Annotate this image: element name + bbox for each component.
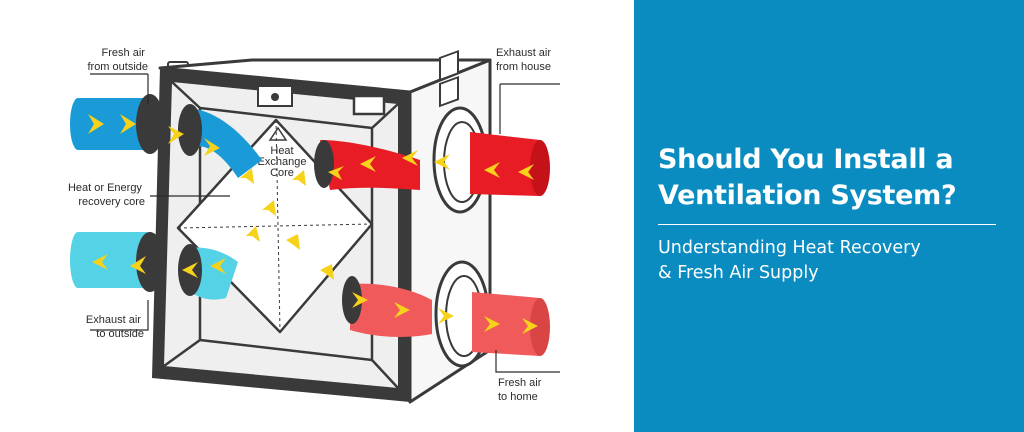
arrow-icon xyxy=(402,150,418,166)
arrow-icon xyxy=(522,318,538,334)
arrow-icon xyxy=(360,156,376,172)
flow-arrows xyxy=(88,114,538,334)
title-divider xyxy=(658,224,996,225)
arrow-icon xyxy=(438,308,454,324)
arrow-icon xyxy=(484,162,500,178)
arrow-icon xyxy=(130,256,146,274)
label-fresh-home: Fresh air to home xyxy=(498,377,544,403)
core-label-2: Exchange xyxy=(258,156,307,168)
side-details xyxy=(439,49,459,108)
arrow-icon xyxy=(182,262,198,278)
arrow-icon xyxy=(262,200,276,216)
arrow-icon xyxy=(292,170,306,186)
core-label-3: Core xyxy=(270,167,294,179)
page-title: Should You Install a Ventilation System? xyxy=(658,142,1008,214)
label-exhaust-outside: Exhaust air to outside xyxy=(86,314,144,340)
core-label-1: Heat xyxy=(270,145,293,157)
duct-fresh-air-outside xyxy=(70,94,262,178)
callout-lines xyxy=(90,73,560,373)
title-line-2: Ventilation System? xyxy=(658,180,957,211)
arrow-icon xyxy=(286,234,300,250)
arrow-icon xyxy=(484,316,500,332)
arrow-icon xyxy=(394,302,410,318)
arrow-icon xyxy=(434,154,450,170)
arrow-icon xyxy=(246,226,260,242)
label-recovery-core: Heat or Energy recovery core xyxy=(68,182,145,208)
arrow-icon xyxy=(92,254,108,270)
arrow-icon xyxy=(352,292,368,308)
ventilation-diagram: Heat Exchange Core xyxy=(68,47,560,404)
arrow-icon xyxy=(518,164,534,180)
arrow-icon xyxy=(320,264,334,280)
label-exhaust-house: Exhaust air from house xyxy=(496,47,554,73)
arrow-icon xyxy=(210,258,226,274)
page-subtitle: Understanding Heat Recovery & Fresh Air … xyxy=(658,236,1008,286)
subtitle-line-1: Understanding Heat Recovery xyxy=(658,238,921,258)
control-box xyxy=(352,94,386,116)
subtitle-line-2: & Fresh Air Supply xyxy=(658,263,819,283)
arrow-icon xyxy=(240,168,254,184)
arrow-icon xyxy=(328,166,344,180)
label-fresh-air-outside: Fresh air from outside xyxy=(87,47,148,73)
title-line-1: Should You Install a xyxy=(658,144,954,175)
arrow-icon xyxy=(168,126,184,144)
title-panel: Should You Install a Ventilation System?… xyxy=(634,0,1024,432)
arrow-icon xyxy=(88,114,104,134)
arrow-icon xyxy=(204,138,220,156)
arrow-icon xyxy=(120,114,136,134)
